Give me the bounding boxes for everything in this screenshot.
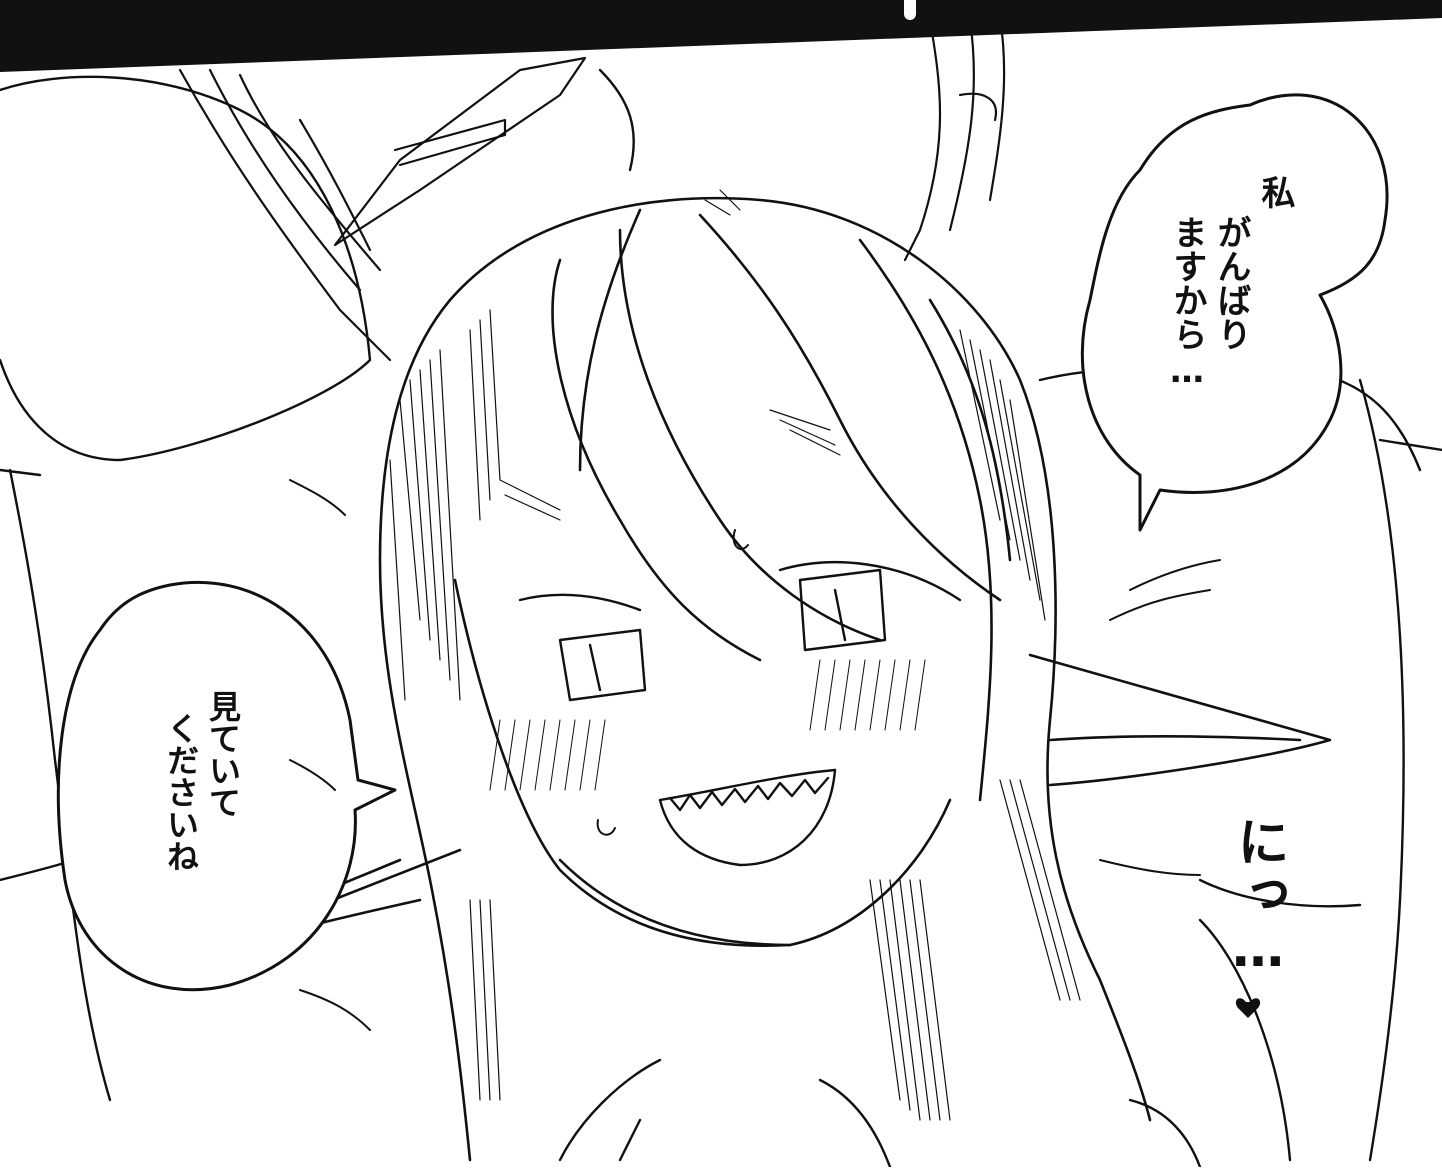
bubble-left-line-2: くださいね [162, 712, 200, 872]
speech-bubble-left [56, 580, 397, 992]
mouth [658, 768, 837, 867]
bubble-right-line-1: 私 [1255, 175, 1295, 209]
emphasis-lines [289, 479, 1221, 1031]
branches [178, 16, 1006, 362]
bubble-left-text: 見ていて くださいね [160, 690, 244, 910]
bubble-left-line-1: 見ていて [204, 690, 242, 818]
clothing [558, 1058, 1202, 1169]
heart-icon [1235, 998, 1261, 1018]
speech-bubble-right [1080, 93, 1389, 532]
hair-hatching [389, 189, 1081, 1121]
bubble-right-line-3: ますから… [1167, 215, 1207, 391]
sfx-line: にっ… [1228, 815, 1288, 979]
character-face [453, 578, 952, 948]
blush [489, 659, 926, 791]
bubble-right-text: 私 がんばり ますから… [1165, 175, 1297, 435]
panel-border [0, 0, 1442, 72]
bubble-right-line-2: がんばり [1211, 215, 1251, 351]
eyes [518, 561, 962, 702]
sound-effect-text: にっ… [1228, 815, 1288, 1015]
character-hair [378, 196, 1152, 1162]
sweat-drops [596, 529, 749, 836]
